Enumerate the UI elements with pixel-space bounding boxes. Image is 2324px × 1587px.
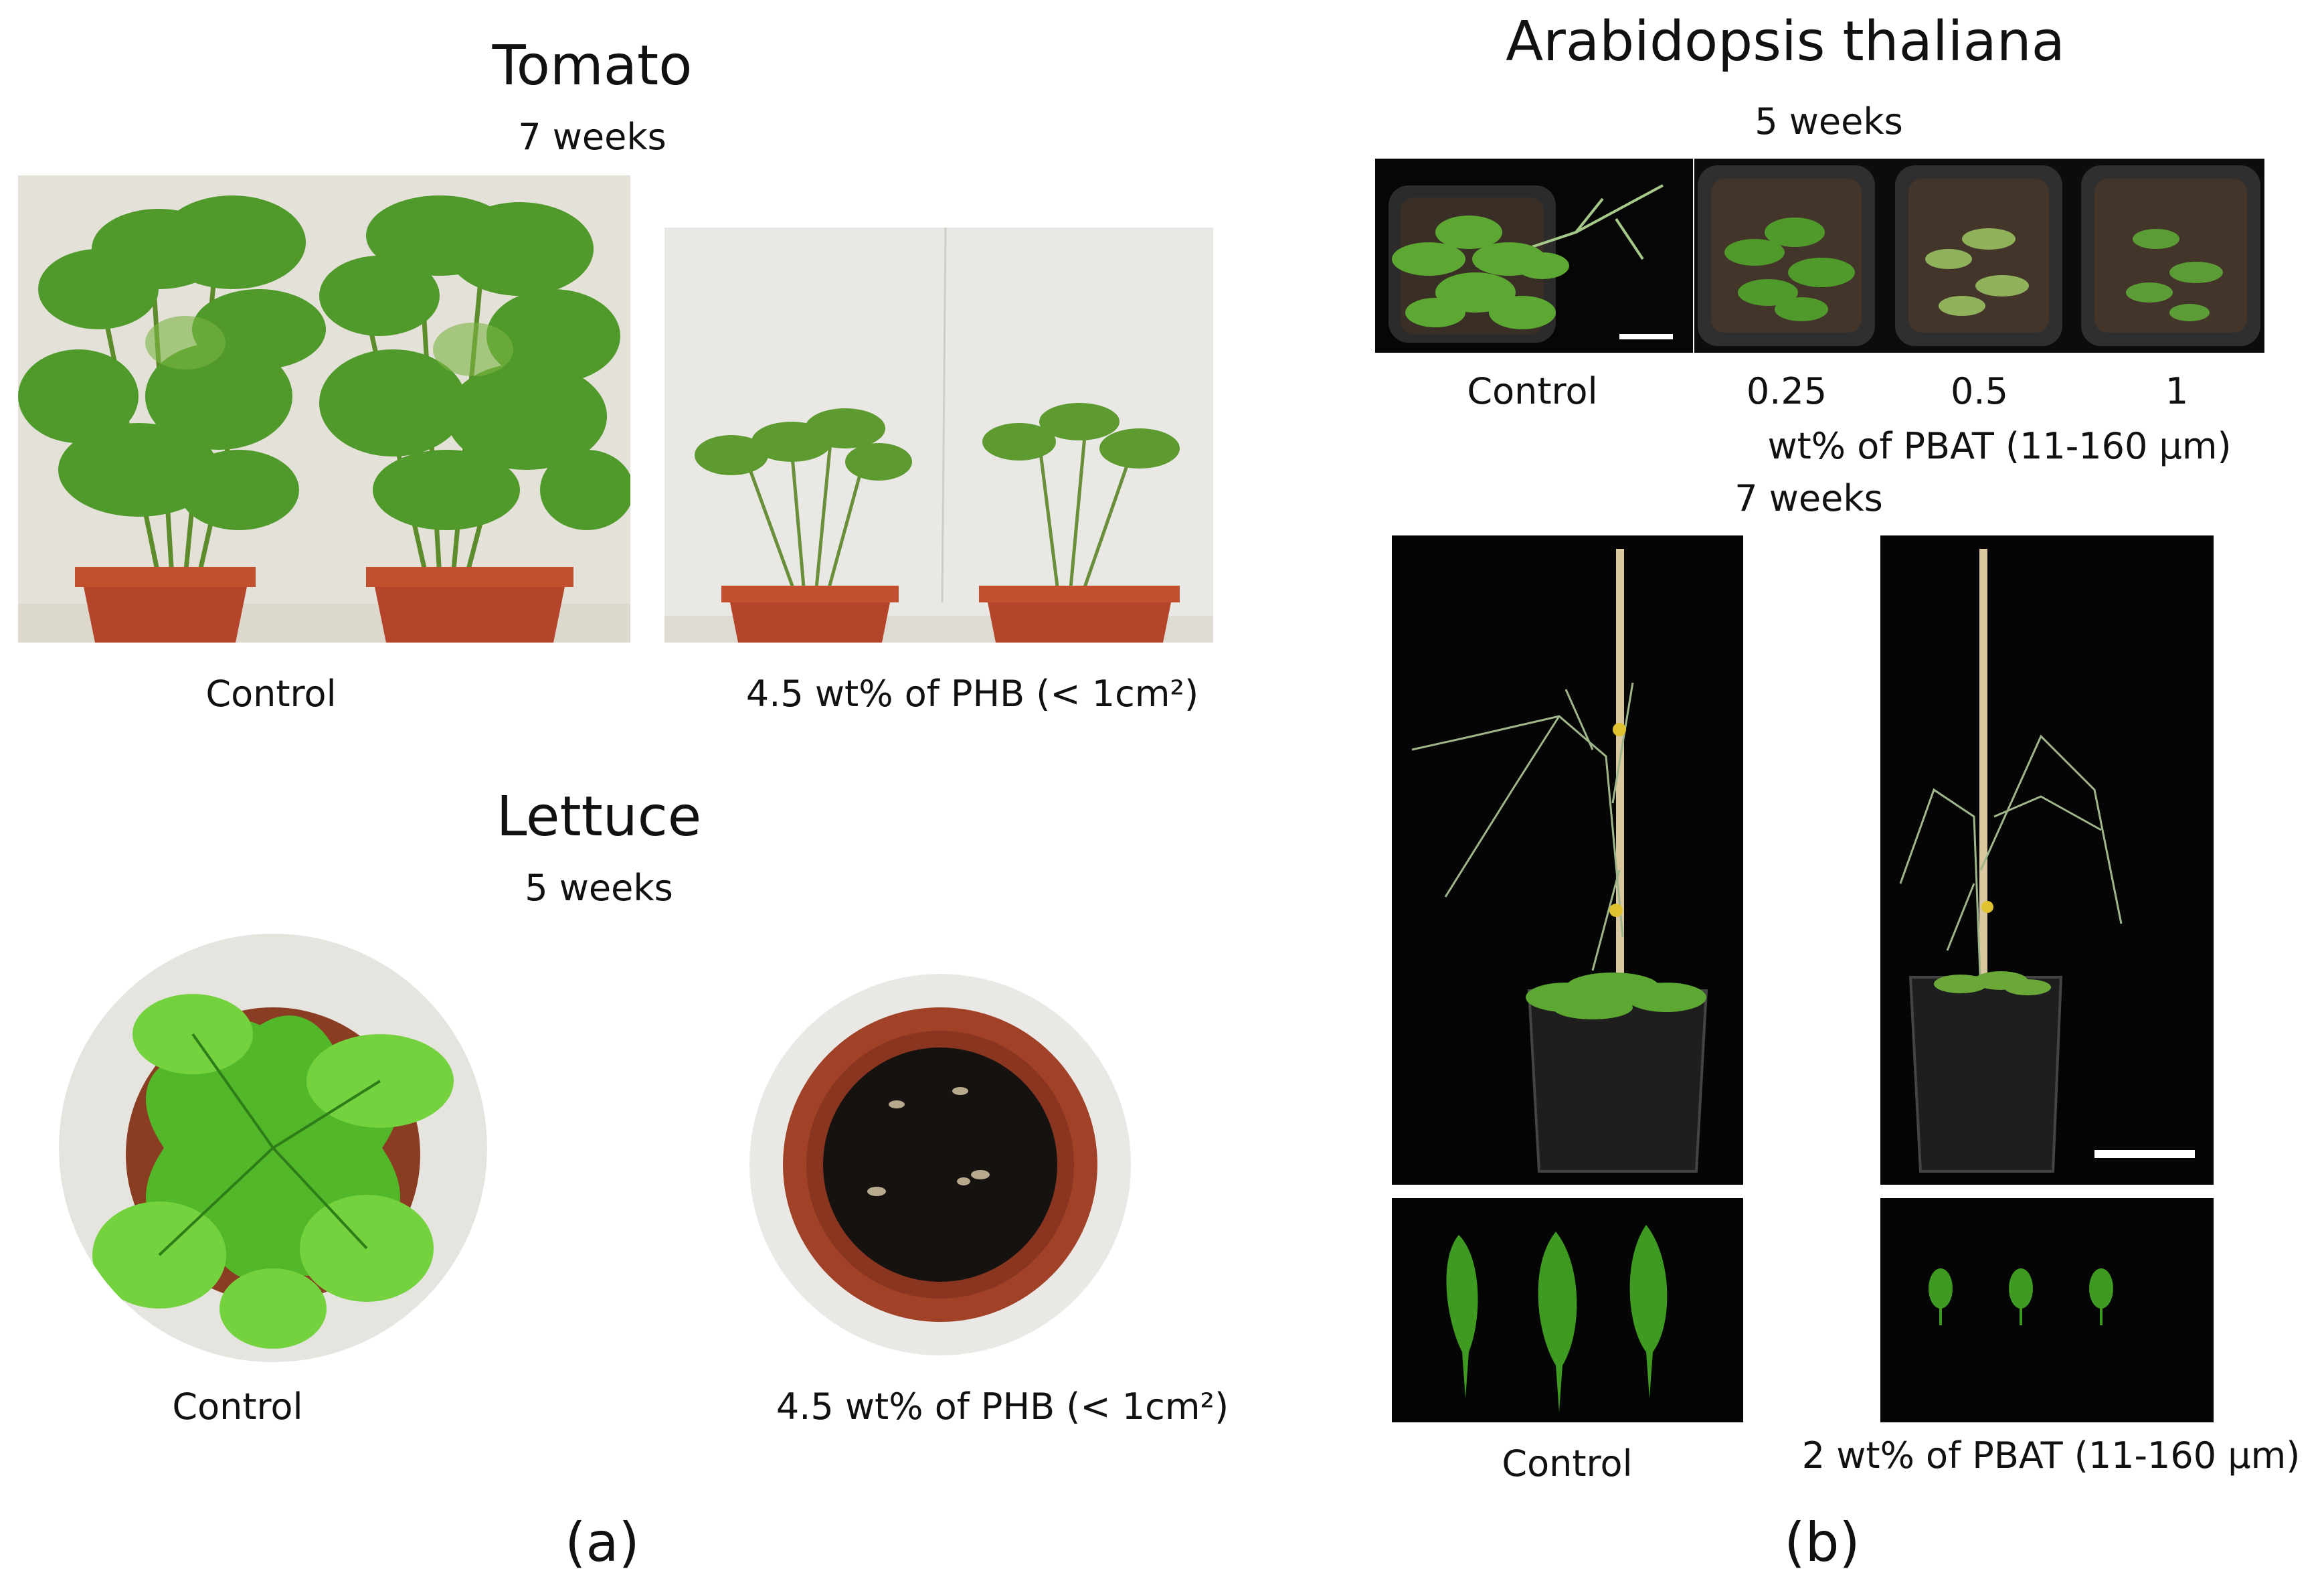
top-axis-label: wt% of PBAT (11-160 µm) [1767, 425, 2232, 467]
arabidopsis-treatment-leaves-photo [1880, 1198, 2214, 1422]
arabidopsis-control-plant-photo [1392, 535, 1743, 1185]
arabidopsis-title: Arabidopsis thaliana [1506, 10, 2065, 74]
top-label-0-25: 0.25 [1746, 370, 1827, 412]
top-label-0-5: 0.5 [1951, 370, 2008, 412]
tomato-duration: 7 weeks [518, 116, 666, 158]
top-label-1: 1 [2165, 370, 2189, 412]
lettuce-duration: 5 weeks [525, 867, 673, 909]
arabidopsis-control-pot-photo [1375, 159, 1693, 353]
lettuce-control-photo [59, 934, 487, 1362]
tomato-treatment-photo [664, 228, 1213, 643]
arabidopsis-bottom-duration: 7 weeks [1734, 477, 1883, 519]
bottom-control-label: Control [1502, 1442, 1633, 1485]
tomato-treatment-label: 4.5 wt% of PHB (< 1cm²) [745, 673, 1199, 715]
arabidopsis-treatment-plant-photo [1880, 535, 2214, 1185]
bottom-treatment-label: 2 wt% of PBAT (11-160 µm) [1801, 1434, 2301, 1477]
panel-label-b: (b) [1784, 1511, 1860, 1574]
arabidopsis-top-duration: 5 weeks [1755, 100, 1903, 143]
top-label-control: Control [1467, 370, 1598, 412]
lettuce-treatment-photo [749, 974, 1131, 1355]
lettuce-treatment-label: 4.5 wt% of PHB (< 1cm²) [776, 1386, 1229, 1428]
tomato-title: Tomato [492, 34, 693, 98]
tomato-control-label: Control [205, 673, 337, 715]
tomato-control-photo [18, 175, 630, 643]
arabidopsis-treatment-pots-photo [1694, 159, 2264, 353]
panel-label-a: (a) [565, 1511, 640, 1574]
arabidopsis-control-leaves-photo [1392, 1198, 1743, 1422]
lettuce-control-label: Control [172, 1386, 303, 1428]
lettuce-title: Lettuce [496, 785, 702, 849]
